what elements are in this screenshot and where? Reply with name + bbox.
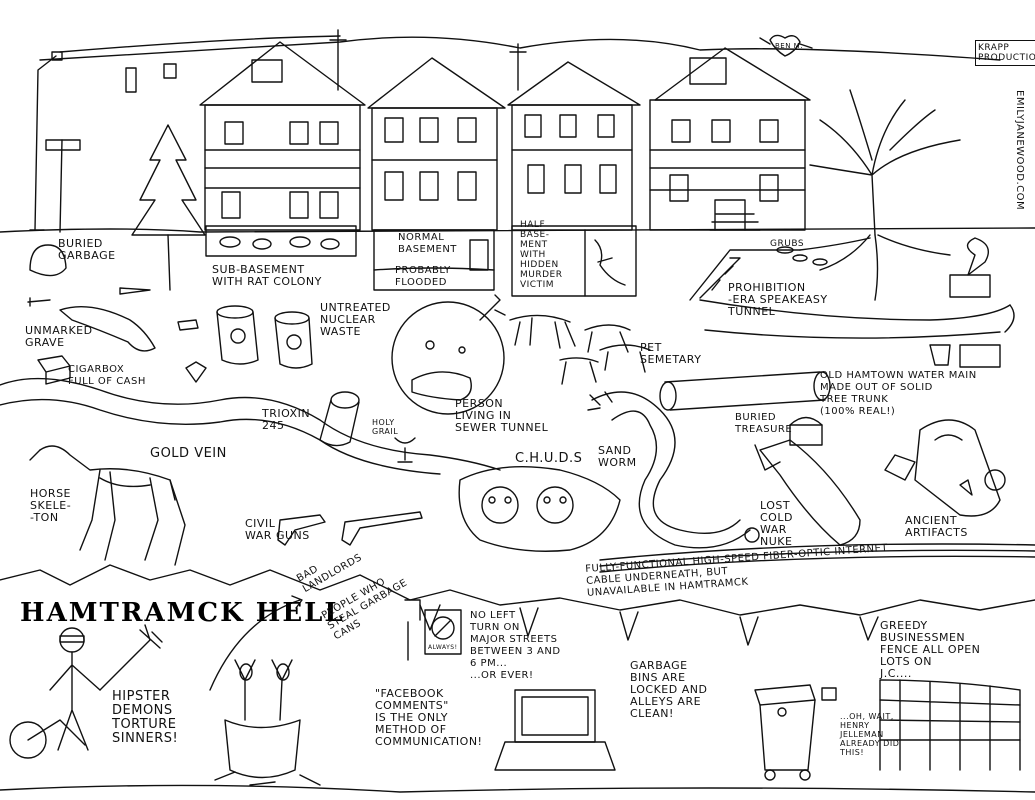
house-4: [649, 47, 811, 231]
label-hipster-demons: HIPSTER DEMONS TORTURE SINNERS!: [112, 689, 179, 746]
treasure-chest: [789, 416, 823, 446]
chuds-pit: [458, 465, 621, 552]
label-sub-basement: SUB-BASEMENT WITH RAT COLONY: [212, 263, 322, 288]
holy-grail: [394, 437, 416, 463]
sub-basement: [205, 225, 357, 257]
chain-fence: [879, 679, 1021, 771]
label-unmarked-grave: UNMARKED GRAVE: [25, 324, 93, 349]
traffic-light: [125, 67, 137, 93]
cauldron: [214, 659, 321, 786]
street-lamp: [29, 51, 63, 231]
laptop: [494, 689, 616, 771]
carrot: [119, 287, 151, 295]
sarcophagus: [914, 419, 1006, 517]
speakeasy-tunnel: [699, 299, 1011, 339]
label-civil-war-guns: CIVIL WAR GUNS: [245, 517, 310, 542]
pine-tree: [131, 124, 206, 291]
label-nuclear-waste: UNTREATED NUCLEAR WASTE: [320, 301, 391, 338]
flintlock: [341, 511, 423, 546]
hell-border: [0, 564, 1035, 616]
label-holy-grail: HOLY GRAIL: [372, 418, 399, 436]
label-always: ALWAYS!: [428, 644, 458, 651]
gramophone: [949, 237, 991, 298]
label-ancient-artifacts: ANCIENT ARTIFACTS: [905, 514, 968, 539]
label-henry-jelleman: ...OH, WAIT, HENRY JELLEMAN ALREADY DID …: [840, 712, 900, 757]
ankh: [959, 479, 973, 496]
no-left-turn-sign: [404, 599, 462, 661]
shoe: [177, 319, 199, 331]
label-sewer-person: PERSON LIVING IN SEWER TUNNEL: [455, 397, 549, 434]
liquor-bottle: [929, 344, 951, 366]
label-cold-war-nuke: LOST COLD WAR NUKE: [760, 499, 793, 548]
label-greedy-businessmen: GREEDY BUSINESSMEN FENCE ALL OPEN LOTS O…: [880, 619, 981, 680]
cigar-box: [37, 355, 71, 385]
label-trioxin: TRIOXIN 245: [262, 407, 311, 432]
trioxin-barrel: [319, 391, 360, 447]
credit-sign: BEN M.: [775, 42, 803, 50]
label-buried-garbage: BURIED GARBAGE: [58, 237, 116, 262]
half-basement: [511, 225, 637, 297]
label-no-left-turn: NO LEFT TURN ON MAJOR STREETS BETWEEN 3 …: [470, 610, 561, 681]
page-title: HAMTRAMCK HELL: [20, 598, 345, 628]
liquor-crate: [959, 344, 1001, 368]
speakeasy-stairs: [689, 249, 801, 301]
pet-skeletons: [494, 309, 651, 385]
street-sign: [45, 139, 81, 233]
credit-krapp: KRAPP PRODUCTION: [975, 40, 1035, 66]
label-pet-semetary: PET SEMETARY: [640, 341, 702, 366]
label-facebook-comments: "FACEBOOK COMMENTS" IS THE ONLY METHOD O…: [375, 687, 483, 748]
label-water-main: OLD HAMTOWN WATER MAIN MADE OUT OF SOLID…: [820, 370, 977, 417]
credit-website: EMILYJANEWOOD.COM: [1014, 90, 1025, 211]
stalactites: [419, 604, 879, 646]
house-2: [367, 57, 506, 231]
arrow: [209, 595, 303, 691]
buried-key: [27, 297, 51, 307]
hipster-demon: [9, 624, 163, 759]
utility-pole: [509, 43, 527, 91]
label-garbage-bins: GARBAGE BINS ARE LOCKED AND ALLEYS ARE C…: [630, 659, 708, 720]
normal-basement: [373, 229, 495, 291]
heart-signature: [769, 34, 801, 57]
label-gold-vein: GOLD VEIN: [150, 446, 227, 461]
milk-carton: [469, 239, 489, 271]
traffic-light: [163, 63, 177, 79]
label-half-basement: HALF BASE- MENT WITH HIDDEN MURDER VICTI…: [520, 220, 563, 290]
fiber-optic-cable: [599, 543, 1035, 573]
horse-skeleton: [29, 445, 186, 566]
garbage-bin: [754, 684, 837, 781]
label-cigar-box: CIGARBOX FULL OF CASH: [68, 364, 146, 387]
sewer-tunnel: [391, 294, 505, 415]
cold-war-nuke: [754, 439, 861, 546]
label-probably-flooded: PROBABLY FLOODED: [395, 265, 451, 288]
sand-worm: [587, 391, 760, 549]
hell-floor: [0, 784, 1035, 793]
house-1: [199, 41, 366, 231]
house-3: [507, 61, 641, 231]
garbage-bag: [29, 244, 67, 277]
bare-tree: [799, 89, 961, 301]
gold-vein: [0, 377, 501, 475]
diamond: [185, 361, 207, 383]
nuclear-barrels: [216, 305, 313, 369]
label-chuds: C.H.U.D.s: [515, 451, 583, 466]
utility-pole: [329, 29, 347, 91]
label-speakeasy: PROHIBITION -ERA SPEAKEASY TUNNEL: [728, 281, 828, 318]
revolver: [277, 514, 326, 546]
label-buried-treasure: BURIED TREASURE: [735, 412, 793, 435]
grave-body: [59, 305, 156, 352]
water-main-log: [659, 371, 831, 411]
label-horse-skeleton: HORSE SKELE- -TON: [30, 487, 72, 524]
label-normal-basement: NORMAL BASEMENT: [398, 232, 457, 255]
artifact-cloth: [884, 454, 916, 481]
label-sand-worm: SAND WORM: [598, 444, 637, 469]
label-grubs: GRUBS: [770, 239, 805, 249]
